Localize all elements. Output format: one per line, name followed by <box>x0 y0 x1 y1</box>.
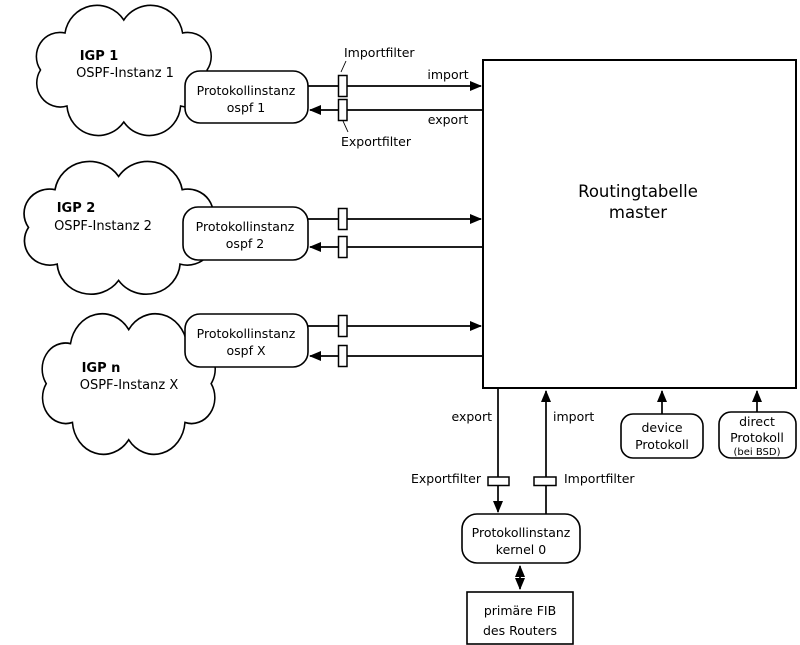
cloud-igp-n-subtitle: OSPF-Instanz X <box>80 378 179 393</box>
import-filter-2 <box>337 207 348 231</box>
protocol-box-ospf-1 <box>184 70 309 124</box>
protocol-box-ospf-1-line1: Protokollinstanz <box>197 83 296 98</box>
cloud-igp-2-title: IGP 2 <box>57 201 96 216</box>
import-filter-1 <box>337 74 348 98</box>
protocol-box-ospf-x-line1: Protokollinstanz <box>197 326 296 341</box>
import-label-top: import <box>427 67 468 82</box>
routing-table-box <box>482 59 797 389</box>
kernel-box-line1: Protokollinstanz <box>472 525 571 540</box>
import-label-bottom: import <box>553 409 594 424</box>
importfilter-label-top: Importfilter <box>344 45 415 60</box>
protocol-box-ospf-x <box>184 313 309 368</box>
direct-box-line2: Protokoll <box>730 430 784 445</box>
direct-box-note: (bei BSD) <box>734 447 781 458</box>
fib-box-line1: primäre FIB <box>484 603 556 618</box>
fib-box-line2: des Routers <box>483 623 557 638</box>
importfilter-label-bottom: Importfilter <box>564 471 635 486</box>
kernel-protocol-box <box>461 513 581 564</box>
export-filter-3 <box>337 344 348 368</box>
fib-box <box>466 591 574 645</box>
importfilter-connector-line <box>340 60 347 73</box>
device-protocol-box <box>620 413 704 459</box>
export-filter-1 <box>337 98 348 122</box>
cloud-igp-2-subtitle: OSPF-Instanz 2 <box>54 219 152 234</box>
exportfilter-connector-line <box>342 120 349 133</box>
export-filter-bottom <box>487 476 510 487</box>
exportfilter-label-bottom: Exportfilter <box>411 471 482 486</box>
export-label-top: export <box>428 112 469 127</box>
routing-table-title-line1: Routingtabelle <box>578 182 698 201</box>
protocol-box-ospf-2 <box>182 206 309 261</box>
protocol-box-ospf-x-line2: ospf X <box>226 343 265 358</box>
exportfilter-label-top: Exportfilter <box>341 134 412 149</box>
cloud-igp-1-title: IGP 1 <box>80 49 119 64</box>
import-filter-3 <box>337 314 348 338</box>
kernel-box-line2: kernel 0 <box>496 542 546 557</box>
export-filter-2 <box>337 235 348 259</box>
device-box-line1: device <box>641 420 682 435</box>
protocol-box-ospf-2-line1: Protokollinstanz <box>196 219 295 234</box>
direct-box-line1: direct <box>739 414 775 429</box>
cloud-igp-n-title: IGP n <box>82 361 121 376</box>
device-box-line2: Protokoll <box>635 437 689 452</box>
cloud-igp-1-subtitle: OSPF-Instanz 1 <box>76 66 174 81</box>
export-label-bottom: export <box>452 409 493 424</box>
import-filter-bottom <box>533 476 557 487</box>
routing-table-title-line2: master <box>609 203 667 222</box>
protocol-box-ospf-1-line2: ospf 1 <box>227 100 265 115</box>
protocol-box-ospf-2-line2: ospf 2 <box>226 236 264 251</box>
direct-protocol-box <box>718 411 797 459</box>
